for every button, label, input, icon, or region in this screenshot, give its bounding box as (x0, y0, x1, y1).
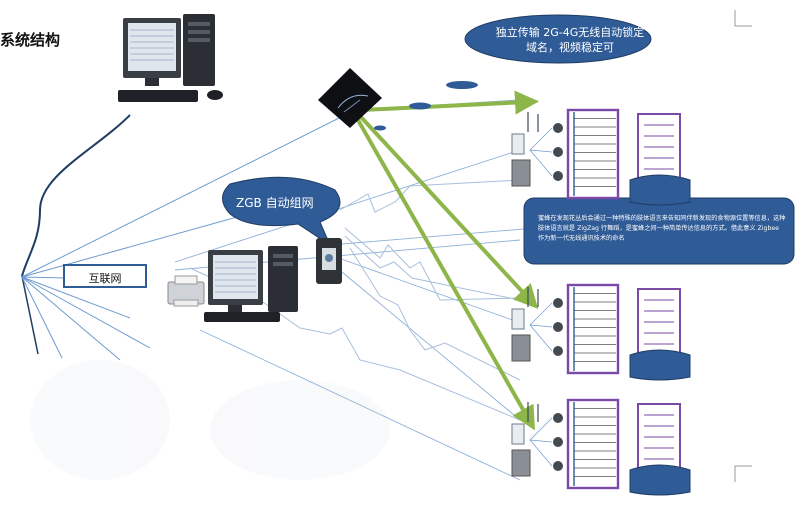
corner-mark-bottom (734, 465, 752, 482)
cabinet-icon (637, 288, 681, 354)
camera-icon (553, 171, 563, 181)
control-box-icon (511, 308, 525, 330)
camera-icon (553, 298, 563, 308)
storage-rack-icon (566, 283, 620, 375)
storage-rack-icon (566, 108, 620, 200)
top-speech-bubble (374, 14, 652, 131)
network-lines (174, 99, 561, 481)
downlink-line (21, 275, 39, 355)
storage-group (511, 283, 691, 381)
faded-background (30, 360, 390, 480)
storage-groups (511, 108, 691, 496)
cabinet-base-icon (629, 174, 691, 206)
camera-icon (553, 322, 563, 332)
zgb-speech-bubble (222, 176, 341, 247)
storage-group (511, 108, 691, 206)
hub-fan-lines (21, 109, 356, 361)
camera-icon (553, 413, 563, 423)
cabinet-icon (637, 113, 681, 179)
internet-label: 互联网 (88, 272, 122, 285)
corner-mark-top (734, 10, 752, 27)
control-box-icon (511, 133, 525, 155)
internet-box (63, 264, 147, 288)
camera-icon (553, 123, 563, 133)
router-icon (318, 68, 382, 128)
cabinet-base-icon (629, 464, 691, 496)
camera-photo-icon (511, 334, 531, 362)
camera-photo-icon (511, 449, 531, 477)
cabinet-base-icon (629, 349, 691, 381)
uplink-curve (21, 114, 131, 277)
camera-icon (553, 437, 563, 447)
printer-icon (167, 275, 205, 307)
cabinet-icon (637, 403, 681, 469)
camera-icon (553, 147, 563, 157)
camera-icon (553, 461, 563, 471)
storage-group (511, 398, 691, 496)
camera-photo-icon (511, 159, 531, 187)
desktop-computer-icon (118, 14, 223, 102)
control-box-icon (511, 423, 525, 445)
camera-icon (553, 346, 563, 356)
desktop-computer-icon (204, 246, 298, 322)
zgb-bubble-text: ZGB 自动组网 (236, 196, 314, 210)
storage-rack-icon (566, 398, 620, 490)
wireless-zigzags (189, 179, 521, 421)
page-title: 系统结构 (0, 31, 61, 49)
green-data-arrows (356, 90, 539, 431)
zgb-node-icon (316, 238, 342, 284)
description-text: 蜜蜂在发现花丛后会通过一种特殊的肢体语言来告知同伴新发现的食物源位置等信息，这种… (538, 215, 786, 242)
top-bubble-text: 独立传输 2G-4G无线自动锁定域名，视频稳定可 (495, 26, 645, 54)
